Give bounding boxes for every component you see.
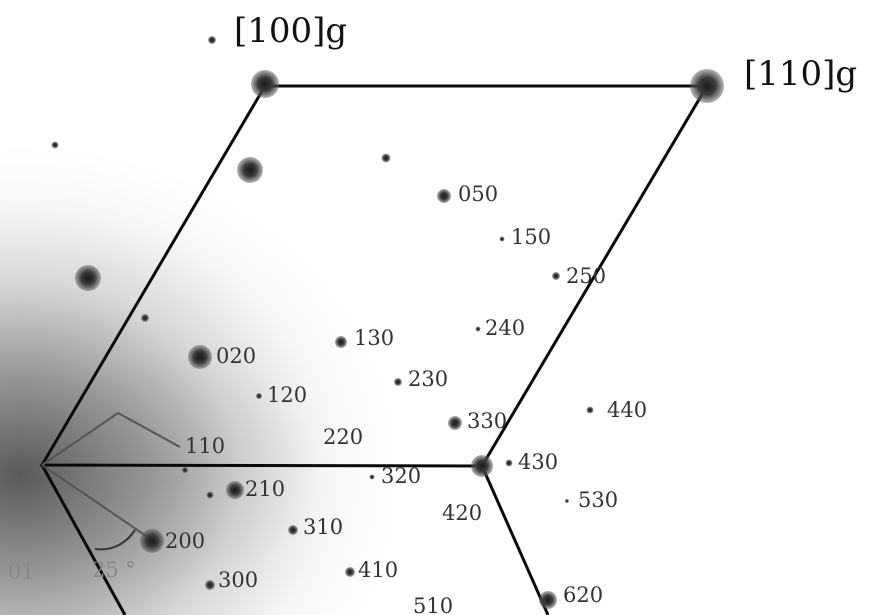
spot-410: [345, 567, 355, 577]
label-240: 240: [485, 316, 526, 340]
vector-110-line: [41, 412, 119, 466]
label-430: 430: [518, 450, 559, 474]
spot-050: [437, 189, 451, 203]
spot-110-zone: [690, 69, 724, 103]
spot-stray: [237, 157, 263, 183]
spot-230: [394, 378, 402, 386]
spot-210: [226, 481, 244, 499]
label-620: 620: [563, 583, 604, 607]
label-330: 330: [467, 409, 508, 433]
label-150: 150: [511, 225, 552, 249]
spot-stray: [381, 153, 391, 163]
spot-100-zone: [251, 70, 279, 98]
label-440: 440: [607, 398, 648, 422]
label-420: 420: [442, 501, 483, 525]
label-410: 410: [358, 558, 399, 582]
spot-stray: [206, 491, 214, 499]
label-320: 320: [381, 464, 422, 488]
spot-120: [256, 393, 262, 399]
label-210: 210: [245, 477, 286, 501]
angle-label: 25 °: [92, 558, 136, 582]
label-110: 110: [185, 434, 226, 458]
spot-150: [499, 236, 505, 242]
label-310: 310: [303, 515, 344, 539]
spot-origin-430: [471, 455, 493, 477]
spot-stray: [75, 265, 101, 291]
zone-axis-label-110: [110]g: [744, 54, 858, 94]
spot-530: [565, 499, 569, 503]
label-050: 050: [458, 182, 499, 206]
spot-stray: [141, 314, 149, 322]
spot-240: [475, 326, 481, 332]
partial-label-left: 01: [8, 560, 35, 584]
label-250: 250: [566, 264, 607, 288]
spot-310: [288, 525, 298, 535]
vector-200-line: [41, 464, 153, 541]
label-230: 230: [408, 367, 449, 391]
label-120: 120: [267, 383, 308, 407]
vector-110-line-b: [117, 412, 181, 448]
spot-300: [205, 580, 215, 590]
spot-stray: [51, 141, 59, 149]
spot-620: [539, 591, 557, 609]
spot-200: [140, 529, 164, 553]
label-530: 530: [578, 488, 619, 512]
label-200: 200: [165, 529, 206, 553]
label-510: 510: [413, 594, 454, 615]
label-300: 300: [218, 568, 259, 592]
spot-130: [335, 336, 347, 348]
zone-axis-label-100: [100]g: [234, 11, 348, 51]
spot-stray: [182, 467, 188, 473]
spot-440: [586, 406, 594, 414]
label-220: 220: [323, 425, 364, 449]
spot-020: [188, 345, 212, 369]
spot-250: [552, 272, 560, 280]
spot-320: [369, 474, 375, 480]
angle-arc: [94, 529, 136, 551]
lower-axis-line: [40, 464, 127, 615]
label-130: 130: [354, 326, 395, 350]
spot-stray: [208, 36, 216, 44]
lower-right-line: [480, 465, 550, 615]
spot-430: [505, 459, 513, 467]
label-020: 020: [216, 344, 257, 368]
spot-330: [448, 416, 462, 430]
